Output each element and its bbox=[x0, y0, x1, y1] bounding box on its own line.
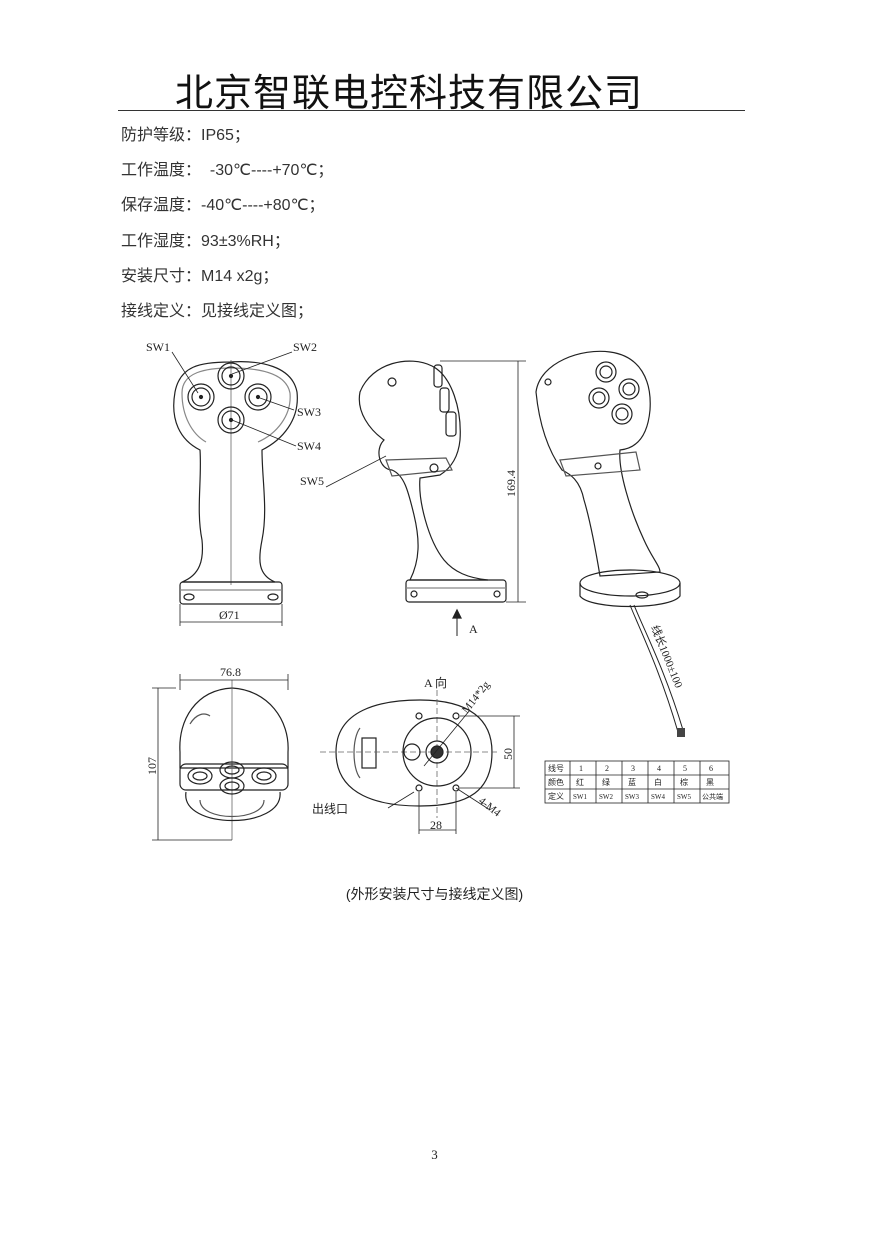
spec-mounting: 安装尺寸：M14 x2g； bbox=[121, 262, 278, 286]
company-name: 北京智联电控科技有限公司 bbox=[175, 71, 644, 115]
table-cell: 白 bbox=[654, 777, 662, 787]
spec-value: M14 x2g； bbox=[201, 268, 279, 285]
table-cell: SW4 bbox=[651, 793, 666, 801]
header-rule bbox=[118, 110, 745, 111]
spec-humidity: 工作湿度：93±3%RH； bbox=[121, 227, 290, 251]
side-view bbox=[325, 360, 526, 636]
dim-bottom-width: 28 bbox=[430, 818, 442, 832]
table-cell: 红 bbox=[576, 777, 584, 787]
table-cell: 3 bbox=[631, 764, 635, 773]
table-cell: SW2 bbox=[599, 793, 614, 801]
dim-holes: 4-M4 bbox=[476, 795, 503, 820]
table-cell: 公共端 bbox=[702, 792, 723, 801]
callout-sw4: SW4 bbox=[297, 439, 321, 453]
table-cell: 线号 bbox=[548, 763, 564, 773]
spec-value: IP65； bbox=[201, 127, 250, 144]
spec-label: 防护等级： bbox=[121, 125, 202, 144]
spec-protection: 防护等级：IP65； bbox=[121, 121, 250, 145]
dim-thread: M14*2g bbox=[460, 679, 493, 716]
label-cable-length: 线长1000±100 bbox=[648, 623, 686, 690]
spec-value: 93±3%RH； bbox=[201, 233, 290, 250]
front-view bbox=[171, 351, 298, 626]
spec-label: 工作湿度： bbox=[121, 231, 202, 250]
callout-sw1: SW1 bbox=[146, 340, 170, 354]
dim-depth: 107 bbox=[145, 757, 159, 775]
table-cell: SW5 bbox=[677, 793, 692, 801]
label-arrow-a: A bbox=[469, 622, 478, 636]
label-view-a: A 向 bbox=[424, 675, 447, 690]
spec-value: -30℃----+70℃； bbox=[201, 162, 334, 179]
table-cell: 4 bbox=[657, 764, 661, 773]
table-cell: SW1 bbox=[573, 793, 588, 801]
table-cell: 1 bbox=[579, 764, 583, 773]
table-cell: SW3 bbox=[625, 793, 640, 801]
dim-hole-spacing: 50 bbox=[501, 748, 515, 760]
table-cell: 6 bbox=[709, 764, 713, 773]
callout-sw3: SW3 bbox=[297, 405, 321, 419]
table-cell: 蓝 bbox=[628, 777, 636, 787]
spec-label: 工作温度： bbox=[121, 160, 202, 179]
table-cell: 定义 bbox=[548, 791, 564, 801]
spec-label: 保存温度： bbox=[121, 195, 202, 214]
table-cell: 棕 bbox=[680, 777, 688, 787]
wiring-table-grid bbox=[544, 760, 730, 804]
spec-label: 安装尺寸： bbox=[121, 266, 202, 285]
wiring-table: 线号 1 2 3 4 5 6 颜色 红 绿 蓝 白 棕 黑 定义 SW1 SW2… bbox=[548, 763, 723, 801]
view-a bbox=[320, 690, 520, 834]
spec-working-temp: 工作温度： -30℃----+70℃； bbox=[121, 156, 333, 180]
table-cell: 2 bbox=[605, 764, 609, 773]
label-exit: 出线口 bbox=[312, 802, 348, 816]
spec-label: 接线定义：见接线定义图； bbox=[121, 301, 314, 320]
table-cell: 黑 bbox=[706, 778, 714, 787]
callout-sw5: SW5 bbox=[300, 474, 324, 488]
callout-sw2: SW2 bbox=[293, 340, 317, 354]
page-number: 3 bbox=[431, 1147, 438, 1162]
table-cell: 颜色 bbox=[548, 777, 564, 787]
spec-wiring: 接线定义：见接线定义图； bbox=[121, 297, 313, 321]
table-cell: 绿 bbox=[602, 778, 610, 787]
dim-height: 169.4 bbox=[504, 470, 518, 497]
perspective-view bbox=[535, 350, 685, 737]
dim-diameter: Ø71 bbox=[219, 608, 240, 622]
figure-caption: (外形安装尺寸与接线定义图) bbox=[345, 886, 524, 902]
dim-width: 76.8 bbox=[220, 665, 241, 679]
spec-value: -40℃----+80℃； bbox=[201, 197, 325, 214]
spec-storage-temp: 保存温度：-40℃----+80℃； bbox=[121, 191, 325, 215]
table-cell: 5 bbox=[683, 764, 687, 773]
front-detail-view bbox=[152, 674, 289, 841]
